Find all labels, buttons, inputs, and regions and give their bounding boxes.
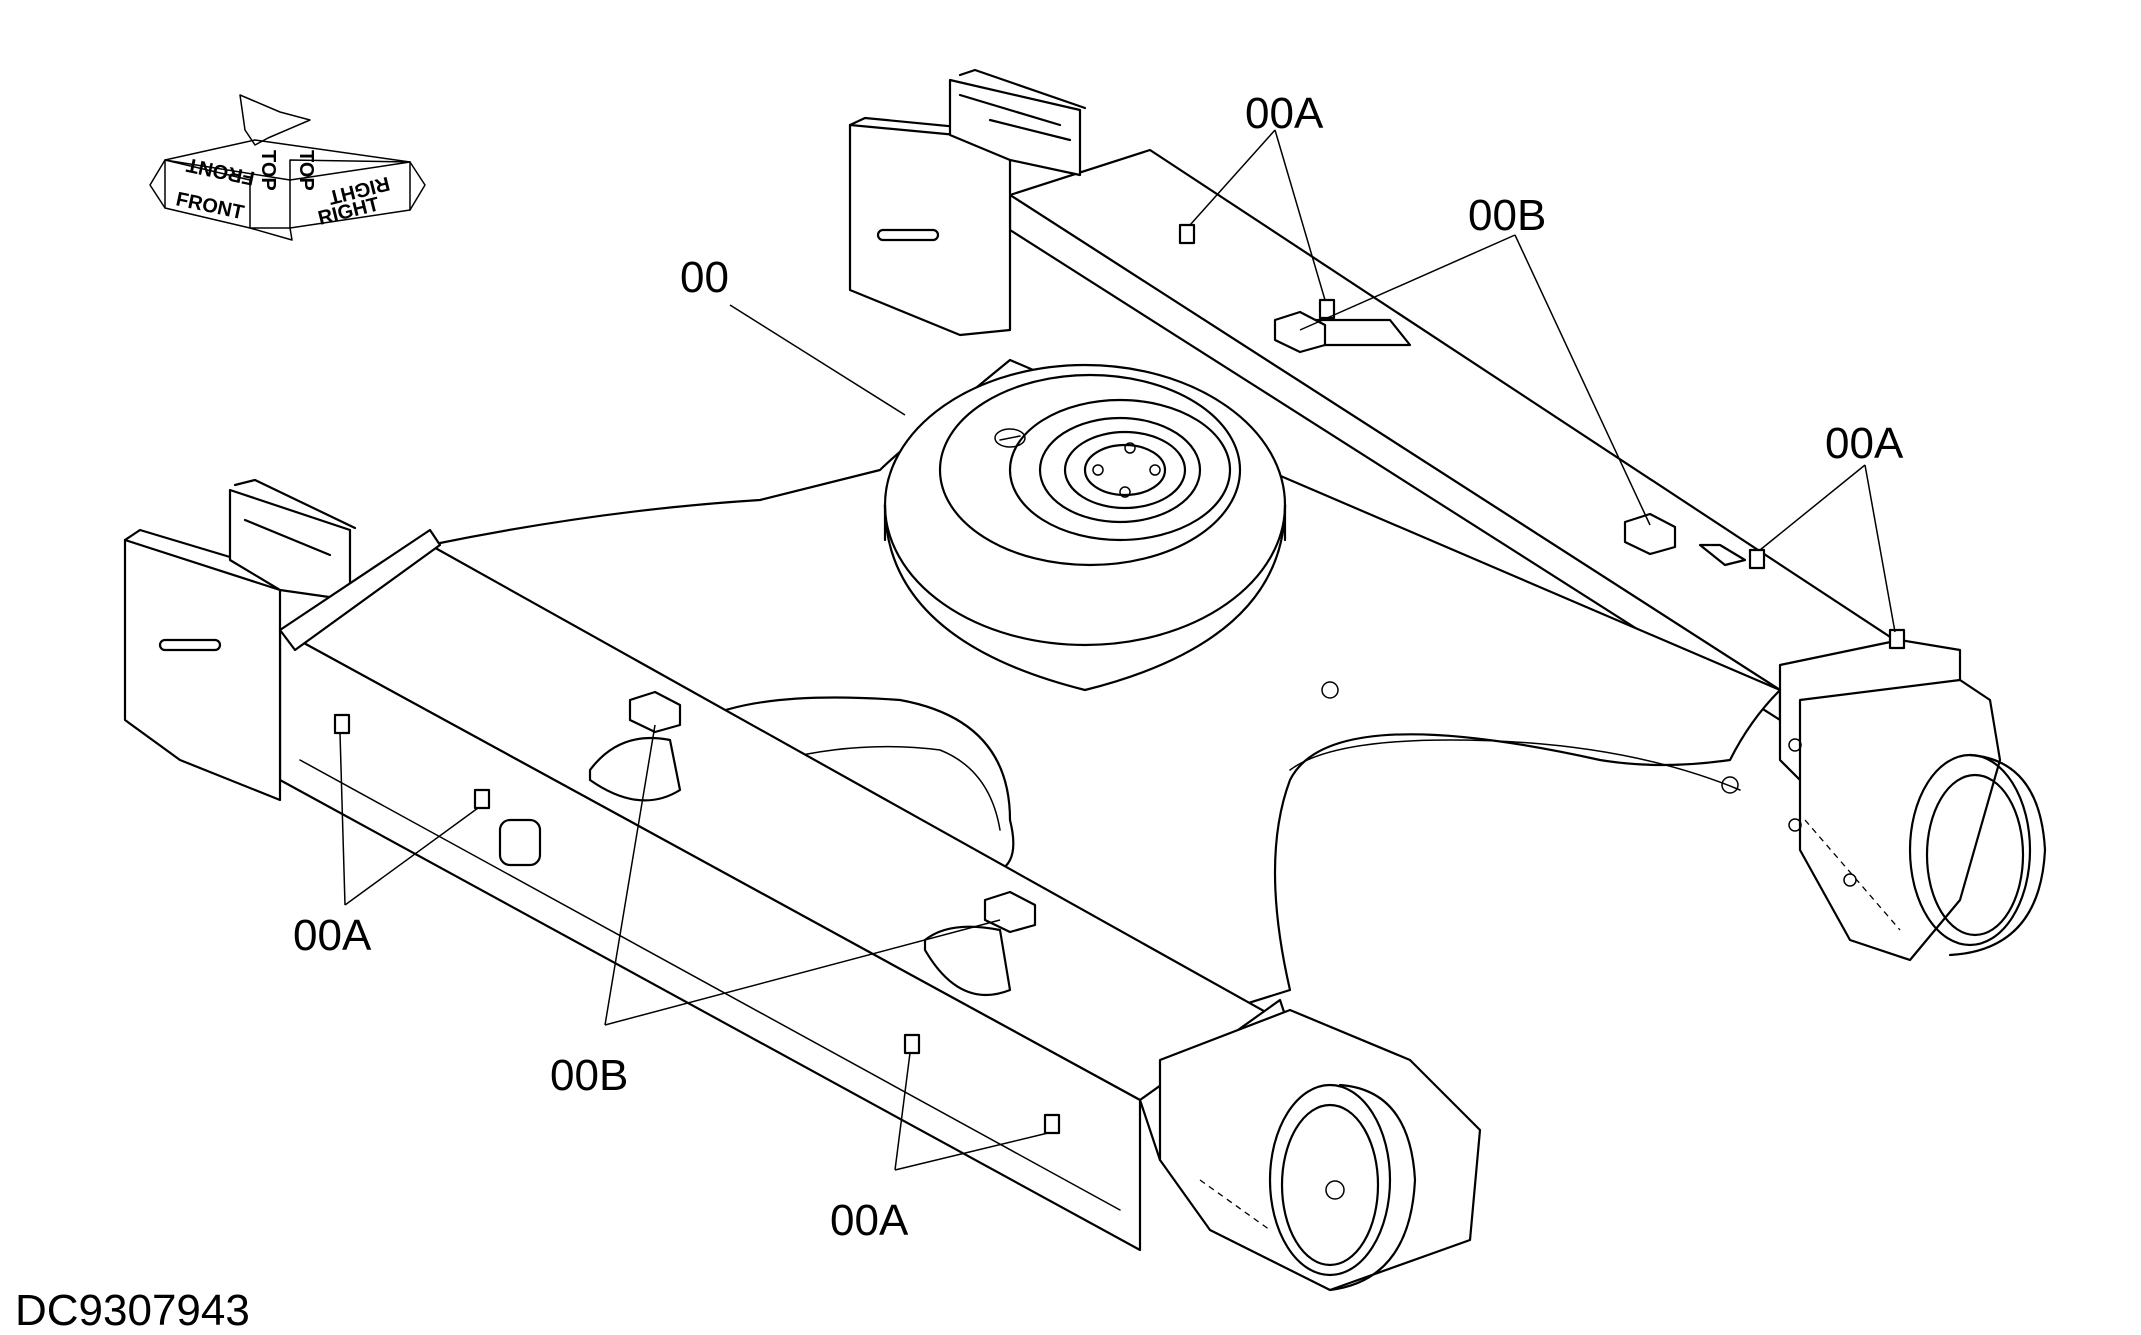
front-side-frame bbox=[123, 478, 1482, 1292]
rear-side-frame bbox=[848, 68, 2047, 962]
callout-plate-bottom-right: 00A bbox=[830, 1196, 909, 1245]
callout-plate-top-left: 00A bbox=[1245, 89, 1324, 138]
leader-lines bbox=[339, 129, 1896, 1171]
callout-plate-top-right: 00A bbox=[1825, 419, 1904, 468]
orientation-top-mirror-label: TOP bbox=[295, 150, 317, 191]
callout-plate-bottom-left: 00A bbox=[293, 911, 372, 960]
callout-pad-top: 00B bbox=[1468, 191, 1546, 240]
orientation-front-mirror-label: FRONT bbox=[185, 153, 257, 189]
orientation-top-label: TOP bbox=[257, 150, 279, 191]
document-id: DC9307943 bbox=[15, 1286, 250, 1335]
callout-main-frame: 00 bbox=[680, 253, 729, 302]
orientation-indicator: FRONT FRONT TOP TOP RIGHT RIGHT bbox=[149, 94, 426, 241]
mounting-parts bbox=[333, 223, 1906, 1135]
callout-pad-bottom: 00B bbox=[550, 1051, 628, 1100]
